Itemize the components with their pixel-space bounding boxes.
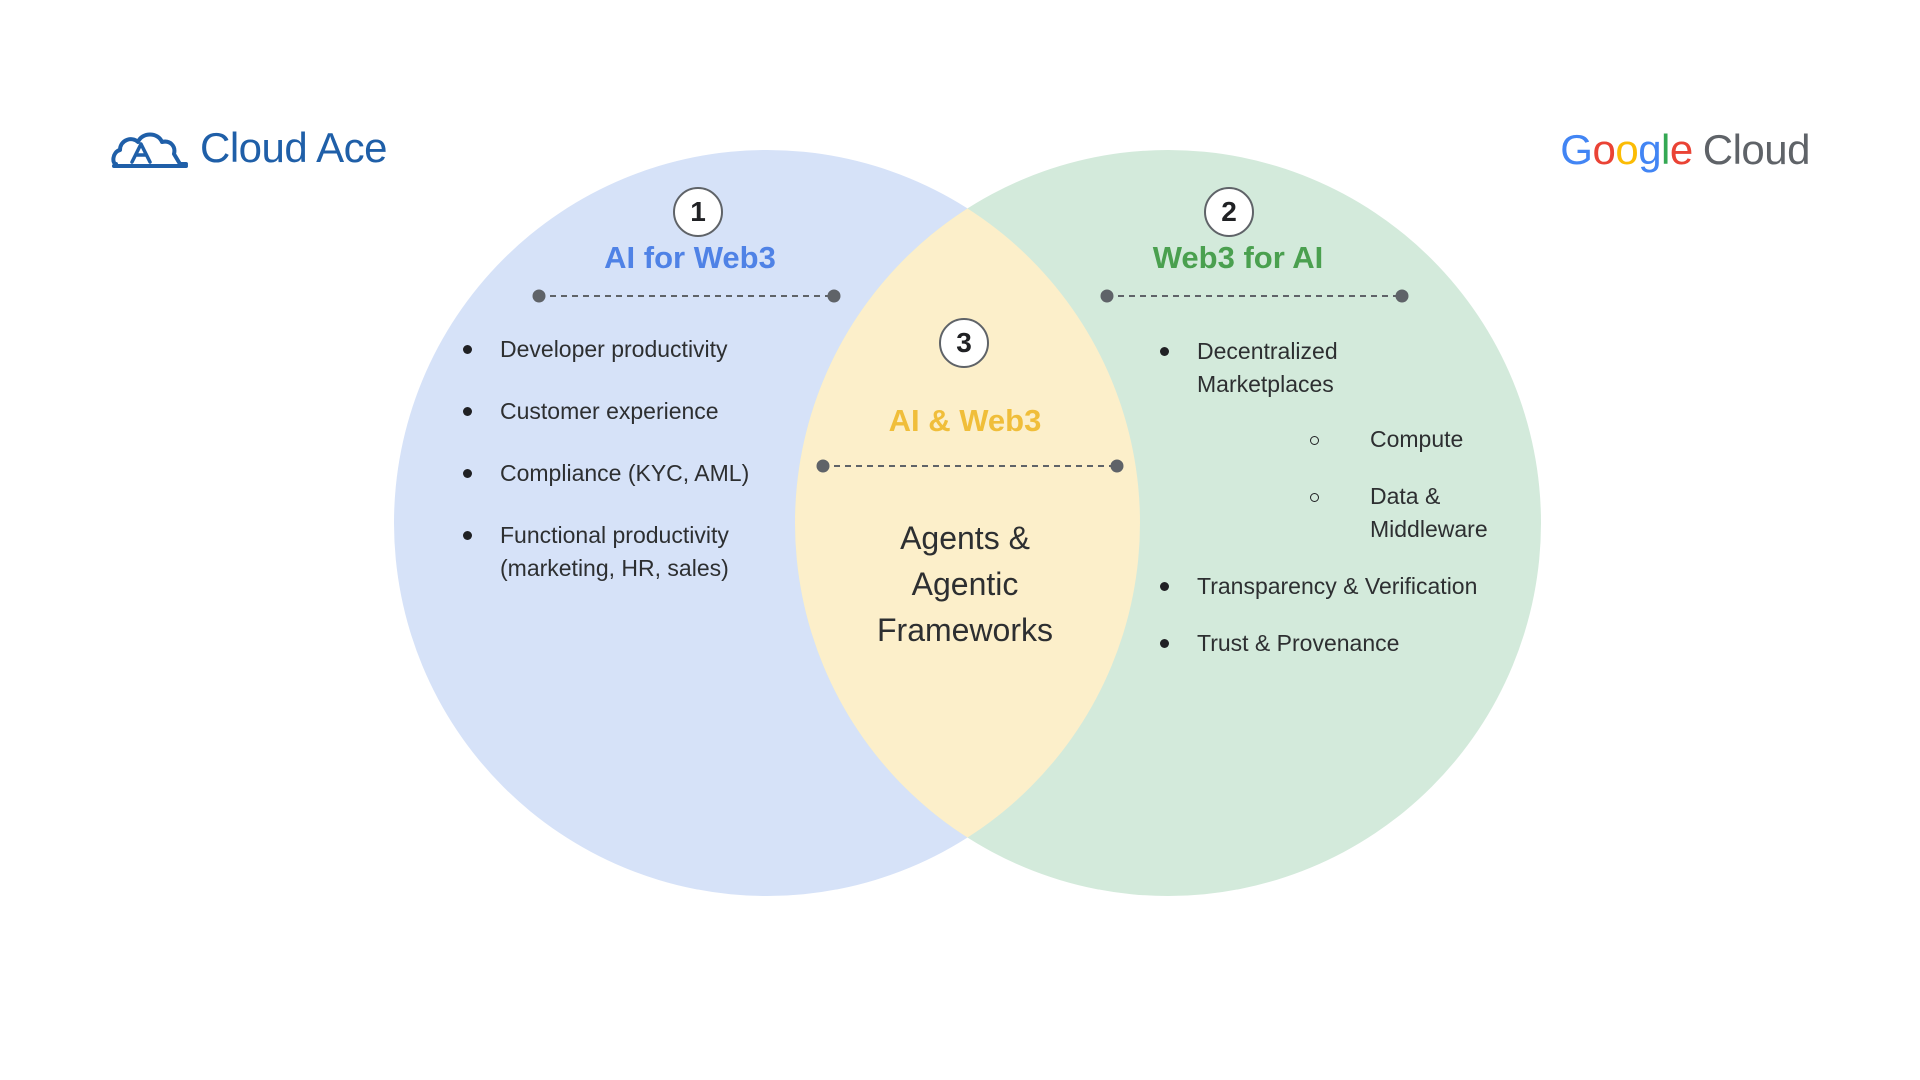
bullet-icon: [463, 469, 472, 478]
list-item: Functional productivity (marketing, HR, …: [463, 519, 800, 585]
google-wordmark: Google: [1560, 126, 1693, 173]
cloud-wordmark: Cloud: [1702, 126, 1811, 173]
bullet-icon: [1160, 639, 1169, 648]
bullet-icon: [463, 345, 472, 354]
step-badge-1: 1: [673, 187, 723, 237]
center-line: Frameworks: [876, 612, 1053, 648]
bullet-icon: [1160, 347, 1169, 356]
agents-frameworks-text: Agents & Agentic Frameworks: [855, 515, 1075, 653]
sublist-item-text: Compute: [1370, 426, 1464, 452]
list-item: Customer experience: [463, 395, 800, 428]
list-item: Trust & Provenance: [1160, 627, 1517, 660]
step-badge-2: 2: [1204, 187, 1254, 237]
center-connector: [816, 459, 1124, 473]
ai-and-web3-heading: AI & Web3: [888, 403, 1042, 438]
step-badge-3: 3: [939, 318, 989, 368]
list-item-text: Functional productivity (marketing, HR, …: [500, 522, 729, 581]
hollow-bullet-icon: [1310, 493, 1319, 502]
sublist-item-text: Data & Middleware: [1370, 483, 1488, 542]
ai-for-web3-heading: AI for Web3: [604, 240, 776, 275]
ai-for-web3-list: Developer productivity Customer experien…: [463, 333, 800, 614]
list-item-text: Transparency & Verification: [1197, 573, 1478, 599]
center-line: Agents &: [900, 520, 1030, 556]
list-item-text: Customer experience: [500, 398, 719, 424]
list-item-text: Developer productivity: [500, 336, 728, 362]
list-item-text: Decentralized Marketplaces: [1197, 338, 1338, 397]
sublist-item: Compute: [1310, 423, 1517, 456]
cloud-ace-icon: [111, 132, 188, 168]
list-item-text: Trust & Provenance: [1197, 630, 1400, 656]
cloud-ace-wordmark: Cloud Ace: [200, 124, 387, 171]
bullet-icon: [1160, 582, 1169, 591]
list-item: Compliance (KYC, AML): [463, 457, 800, 490]
list-item: Transparency & Verification: [1160, 570, 1517, 603]
cloud-ace-logo: Cloud Ace: [110, 118, 387, 178]
web3-for-ai-list: Decentralized Marketplaces Compute Data …: [1160, 335, 1517, 684]
list-item: Developer productivity: [463, 333, 800, 366]
bullet-icon: [463, 531, 472, 540]
list-item: Decentralized Marketplaces Compute Data …: [1160, 335, 1517, 546]
right-connector: [1100, 289, 1409, 303]
hollow-bullet-icon: [1310, 436, 1319, 445]
web3-for-ai-heading: Web3 for AI: [1152, 240, 1324, 275]
list-item-text: Compliance (KYC, AML): [500, 460, 750, 486]
left-connector: [532, 289, 841, 303]
marketplaces-sublist: Compute Data & Middleware: [1197, 423, 1517, 546]
center-line: Agentic: [911, 566, 1019, 602]
bullet-icon: [463, 407, 472, 416]
sublist-item: Data & Middleware: [1310, 480, 1517, 546]
google-cloud-logo: Google Cloud: [1560, 120, 1810, 180]
